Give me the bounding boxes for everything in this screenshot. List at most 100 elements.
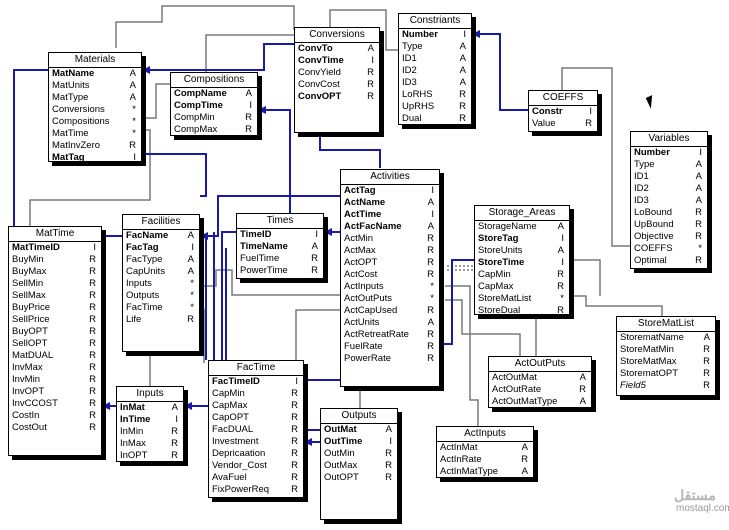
table-title[interactable]: Variables (631, 132, 707, 147)
table-title[interactable]: Conversions (295, 28, 379, 43)
table-title[interactable]: FacTime (209, 361, 303, 376)
field-row[interactable]: MatTime* (49, 128, 141, 140)
table-title[interactable]: Activities (341, 170, 439, 185)
field-row[interactable]: StoreMatList* (475, 293, 569, 305)
table-title[interactable]: ActInputs (437, 427, 533, 442)
table-title[interactable]: Outputs (321, 409, 397, 424)
field-row[interactable]: Inputs* (123, 278, 199, 290)
field-row[interactable]: Compositions* (49, 116, 141, 128)
table-title[interactable]: StoreMatList (617, 317, 715, 332)
table-title[interactable]: MatTime (9, 227, 101, 242)
field-row[interactable]: ActInputs* (341, 281, 439, 293)
field-row[interactable]: ActOutPuts* (341, 293, 439, 305)
table-title[interactable]: ActOutPuts (489, 357, 591, 372)
table-title[interactable]: Inputs (117, 387, 183, 402)
table-title[interactable]: Compositions (171, 73, 257, 88)
